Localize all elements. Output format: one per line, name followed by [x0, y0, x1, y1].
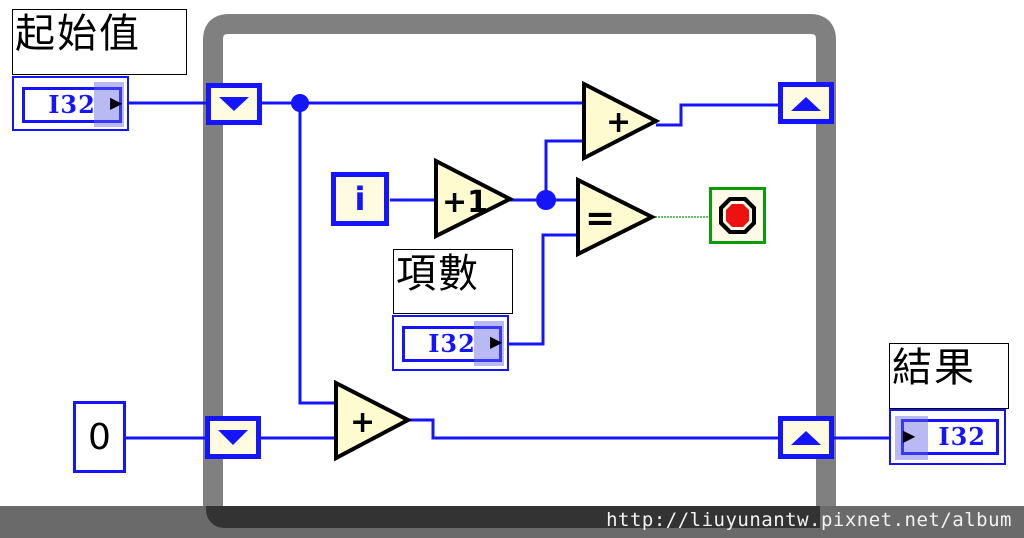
start-value-control-face: I32	[22, 87, 122, 123]
triangle-up-icon	[791, 431, 821, 445]
add-node-bottom[interactable]: +	[334, 379, 413, 462]
wire-inc-to-add-top	[544, 139, 584, 200]
add-bottom-symbol: +	[350, 405, 375, 440]
initial-sum-value: 0	[88, 416, 111, 458]
count-label: 項數	[393, 249, 513, 314]
increment-symbol: +1	[442, 185, 488, 220]
wire-junction-dot	[291, 94, 309, 112]
start-value-terminal-tab	[94, 82, 124, 127]
count-label-text: 項數	[396, 251, 480, 297]
initial-sum-constant[interactable]: 0	[73, 401, 126, 473]
shift-register-left-bottom[interactable]	[205, 416, 261, 459]
loop-frame-bottom-overlay	[206, 506, 820, 528]
count-control[interactable]: I32 ▶	[392, 315, 509, 371]
stop-sign-icon	[719, 197, 756, 234]
wire-add-bottom-to-shift-out	[408, 418, 780, 440]
output-arrow-icon: ▶	[490, 332, 503, 351]
triangle-down-icon	[219, 97, 249, 111]
shift-register-right-top[interactable]	[778, 82, 834, 124]
triangle-up-icon	[791, 97, 821, 111]
watermark-url: http://liuyunantw.pixnet.net/album	[606, 509, 1012, 531]
output-arrow-icon: ▶	[110, 93, 123, 112]
iteration-terminal[interactable]: i	[331, 172, 389, 226]
shift-register-left-top[interactable]	[206, 83, 262, 125]
start-value-label-text: 起始值	[15, 11, 141, 57]
equal-node[interactable]: =	[576, 176, 657, 258]
result-label: 結果	[889, 343, 1009, 409]
triangle-down-icon	[218, 430, 248, 445]
stop-condition-terminal[interactable]	[709, 187, 766, 244]
input-arrow-icon: ▶	[903, 426, 916, 445]
iteration-terminal-symbol: i	[354, 180, 366, 218]
result-type: I32	[938, 422, 986, 451]
equal-symbol: =	[585, 198, 615, 239]
count-terminal-tab	[474, 321, 504, 366]
result-indicator[interactable]: I32 ▶	[889, 409, 1006, 465]
count-type: I32	[428, 329, 476, 358]
wire-branch-down	[298, 103, 336, 405]
shift-register-right-bottom[interactable]	[778, 416, 834, 459]
wire-junction-dot	[536, 190, 556, 210]
result-indicator-face: I32	[901, 419, 999, 455]
start-value-type: I32	[48, 90, 96, 119]
wire-add-top-to-shift-out	[656, 103, 780, 127]
wire-count-to-eq	[508, 233, 578, 346]
add-top-symbol: +	[606, 105, 631, 140]
while-loop-frame[interactable]	[203, 14, 836, 506]
start-value-label: 起始值	[12, 9, 187, 75]
count-control-face: I32	[402, 326, 502, 362]
result-label-text: 結果	[892, 345, 976, 391]
result-terminal-tab	[895, 416, 928, 460]
increment-node[interactable]: +1	[434, 157, 515, 240]
start-value-control[interactable]: I32 ▶	[12, 76, 129, 131]
add-node-top[interactable]: +	[582, 80, 661, 162]
